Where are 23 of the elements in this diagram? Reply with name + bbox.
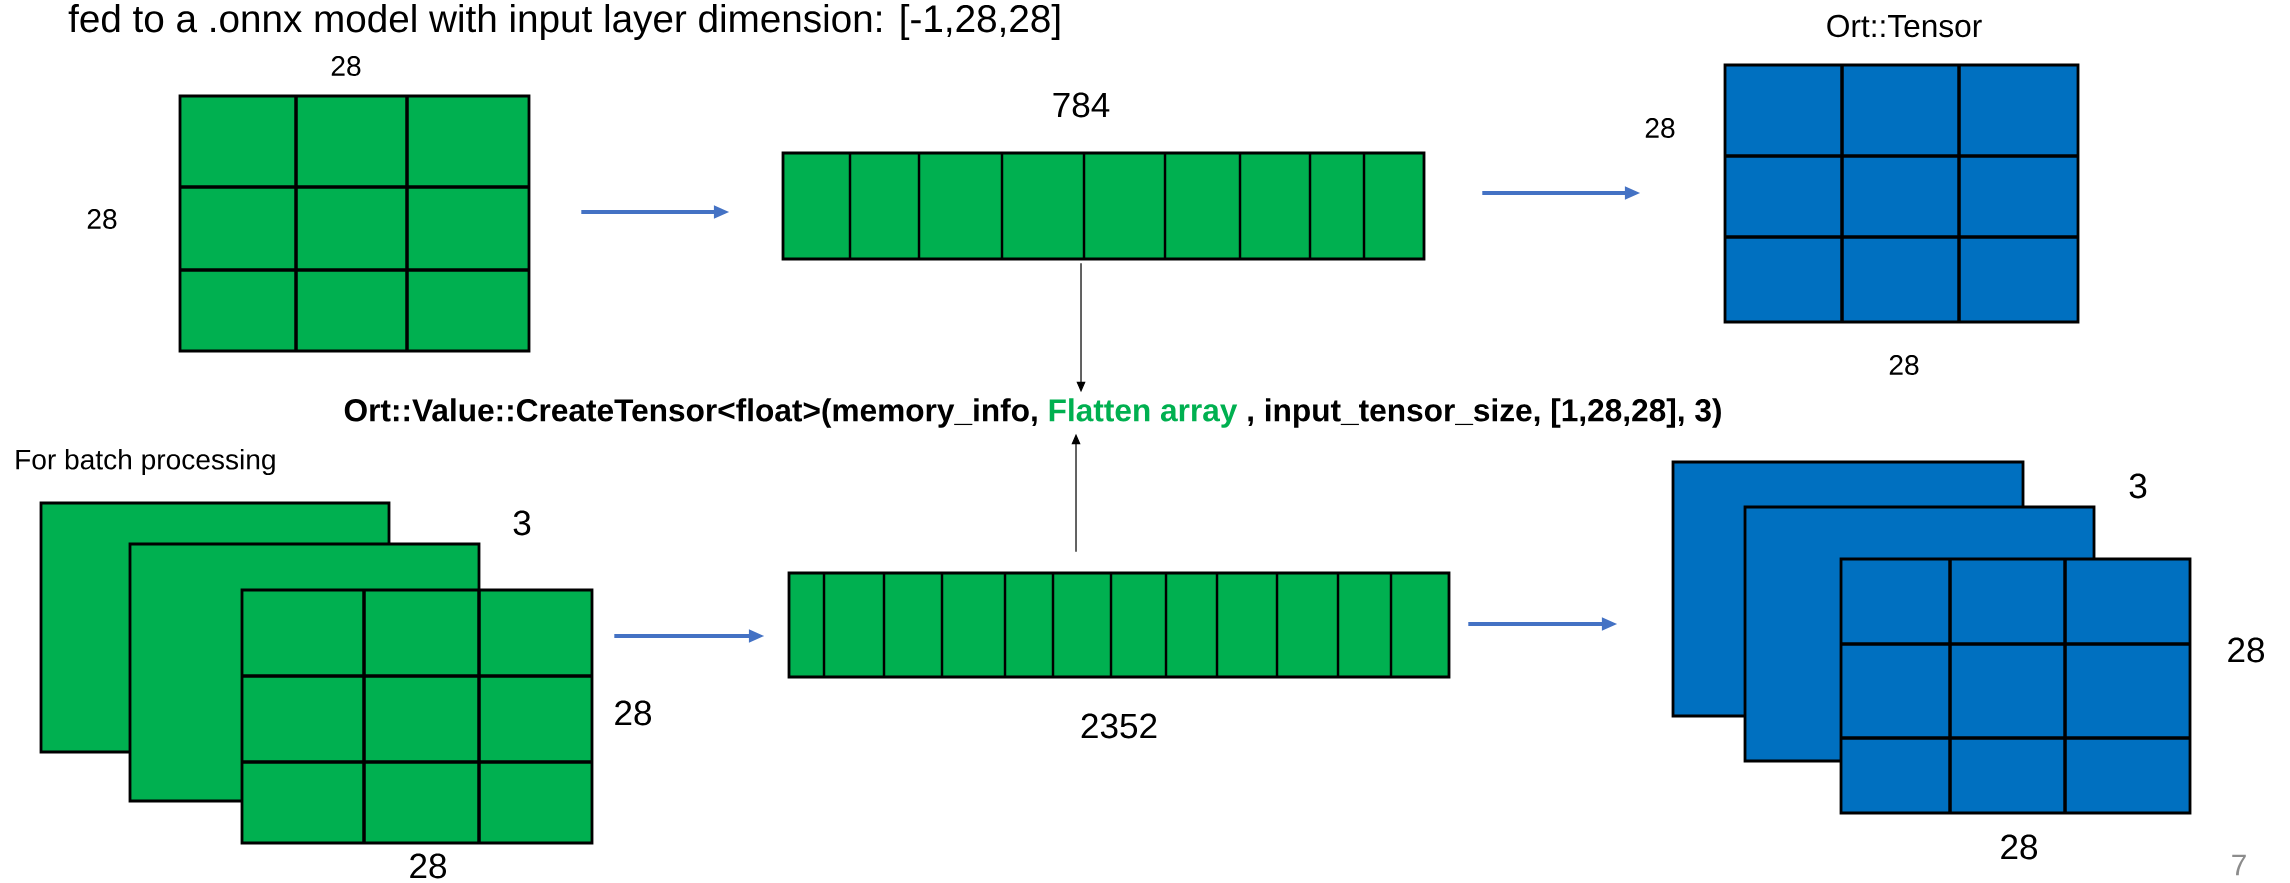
dimension-label: 28 [615,700,651,726]
dimension-label: 28 [2228,637,2265,663]
dimension-label: 3 [2129,473,2147,499]
grid-drawing [1839,557,2192,815]
dimension-label: 28 [1645,118,1675,138]
code-text: Ort::Value::CreateTensor<float>(memory_info, Flatten array , input_tensor_size, [1,28,28], 3) [344,398,1721,428]
dimension-label: 28 [87,209,117,229]
dimension-label: 2352 [1081,713,1157,739]
dimension-label: 28 [2001,834,2038,860]
dimension-label: 28 [1889,355,1919,375]
array-bar-drawing [787,571,1451,679]
dimension-label: 28 [331,56,361,76]
grid-drawing [240,588,594,845]
dimension-label: 28 [410,853,446,879]
page-number: 7 [2232,854,2246,876]
array-bar-drawing [781,151,1426,261]
grid-drawing [1723,63,2080,324]
tensor-type-label: Ort::Tensor [1827,14,1982,38]
note-text: For batch processing [16,448,275,476]
heading-text: fed to a .onnx model with input layer dimension: [-1,28,28] [68,3,1060,40]
dimension-label: 784 [1053,92,1110,118]
grid-drawing [178,94,531,353]
dimension-label: 3 [513,510,531,536]
